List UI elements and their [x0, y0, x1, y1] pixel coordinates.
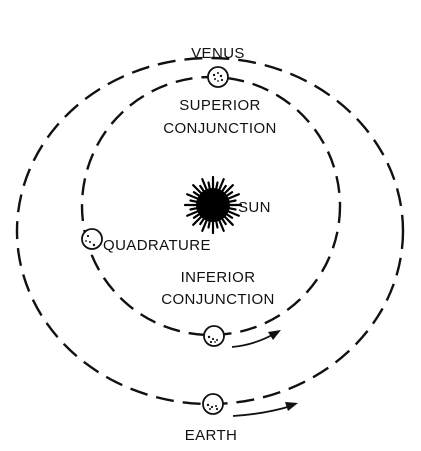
- earth-label: EARTH: [185, 427, 238, 444]
- superior-conjunction-label-line2: CONJUNCTION: [163, 120, 277, 137]
- quadrature-label: QUADRATURE: [103, 237, 211, 254]
- venus-quadrature-planet: [82, 229, 102, 249]
- earth-planet: [203, 394, 223, 414]
- sun-icon: [185, 177, 241, 233]
- venus-motion-arrow: [232, 330, 281, 347]
- venus-superior-conjunction-planet: [208, 67, 228, 87]
- superior-conjunction-label-line1: SUPERIOR: [179, 97, 261, 114]
- inferior-conjunction-label-line1: INFERIOR: [181, 269, 256, 286]
- earth-motion-arrow: [233, 402, 298, 416]
- sun-label: SUN: [238, 199, 271, 216]
- venus-inferior-conjunction-planet: [204, 326, 224, 346]
- venus-label: VENUS: [191, 45, 245, 62]
- inferior-conjunction-label-line2: CONJUNCTION: [161, 291, 275, 308]
